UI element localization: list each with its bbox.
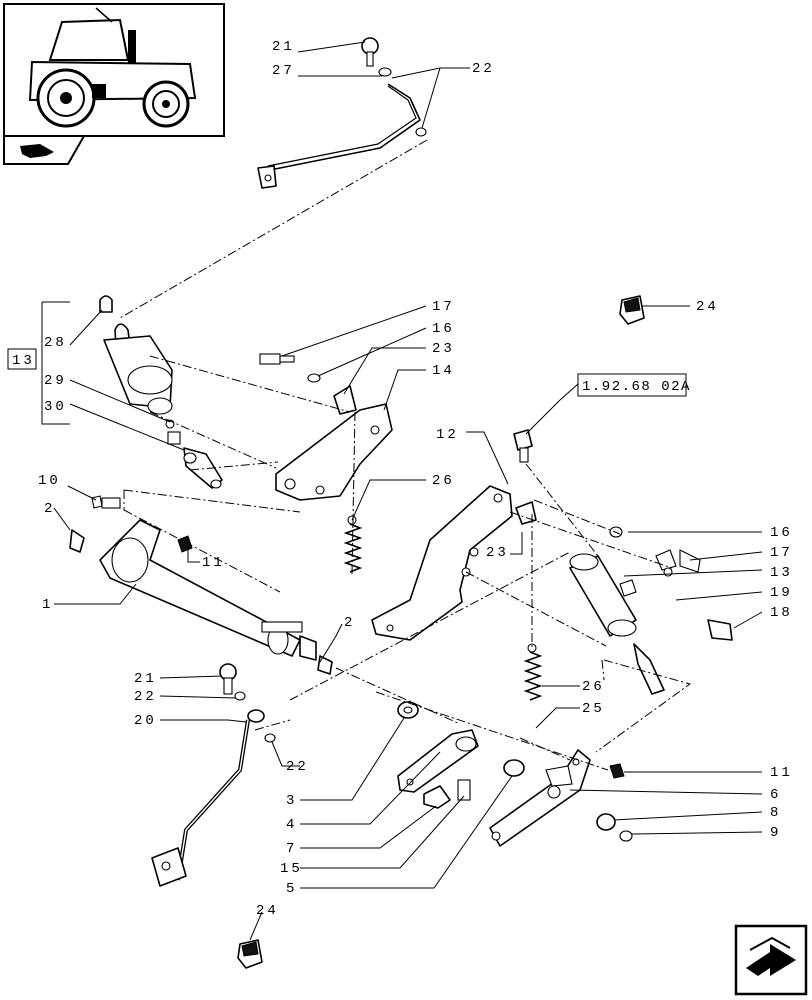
- label-23: 23: [486, 545, 509, 561]
- spring-26-lower: [523, 643, 543, 701]
- bolt-1-92-68: [513, 429, 533, 463]
- label-4: 4: [286, 817, 297, 833]
- valve-assembly-28-29-30: [99, 295, 223, 489]
- label-28: 28: [44, 335, 67, 351]
- tractor-thumbnail-icon: [3, 3, 225, 137]
- cylinder-1: [69, 495, 333, 675]
- label-21: 21: [134, 671, 157, 687]
- label-22: 22: [472, 61, 495, 77]
- label-17: 17: [432, 299, 455, 315]
- label-13: 13: [770, 565, 793, 581]
- label-30: 30: [44, 399, 67, 415]
- label-2: 2: [344, 615, 355, 631]
- plug-24-upper: [619, 295, 645, 325]
- hand-pointer-icon: [3, 135, 86, 165]
- label-26: 26: [432, 473, 455, 489]
- label-25: 25: [582, 701, 605, 717]
- reference-box[interactable]: 1.92.68 02A: [582, 379, 691, 395]
- label-7: 7: [286, 841, 297, 857]
- plug-24-lower: [237, 939, 263, 969]
- label-11: 11: [202, 555, 225, 571]
- label-21: 21: [272, 39, 295, 55]
- label-29: 29: [44, 373, 67, 389]
- lever-assembly-3-4-5-7-15: [397, 701, 525, 809]
- bracket-14: [259, 353, 393, 501]
- label-23: 23: [432, 341, 455, 357]
- label-20: 20: [134, 713, 157, 729]
- label-5: 5: [286, 881, 297, 897]
- assembly-lines: [119, 139, 692, 771]
- label-2: 2: [44, 501, 55, 517]
- label-11: 11: [770, 765, 793, 781]
- label-26: 26: [582, 679, 605, 695]
- lever-assembly-6-8-9: [489, 749, 633, 847]
- next-page-arrow-icon[interactable]: [734, 924, 808, 996]
- control-rod-27: [257, 37, 427, 189]
- label-22: 22: [286, 759, 309, 775]
- label-16: 16: [432, 321, 455, 337]
- cylinder-13: [569, 526, 733, 695]
- label-6: 6: [770, 787, 781, 803]
- label-12: 12: [436, 427, 459, 443]
- label-24: 24: [256, 903, 279, 919]
- label-16: 16: [770, 525, 793, 541]
- control-rod-20: [151, 663, 276, 887]
- label-17: 17: [770, 545, 793, 561]
- label-9: 9: [770, 825, 781, 841]
- bracket-12: [371, 485, 537, 641]
- label-10: 10: [38, 473, 61, 489]
- label-1: 1: [42, 597, 53, 613]
- label-19: 19: [770, 585, 793, 601]
- label-13: 13: [12, 353, 35, 369]
- label-24: 24: [696, 299, 719, 315]
- leader-lines: [41, 41, 763, 941]
- label-15: 15: [280, 861, 303, 877]
- callout-labels: 21 27 22 28 13 29 30 17 16 23 14 24 1.92…: [7, 39, 793, 919]
- label-8: 8: [770, 805, 781, 821]
- label-27: 27: [272, 63, 295, 79]
- label-18: 18: [770, 605, 793, 621]
- label-22: 22: [134, 689, 157, 705]
- label-14: 14: [432, 363, 455, 379]
- label-3: 3: [286, 793, 297, 809]
